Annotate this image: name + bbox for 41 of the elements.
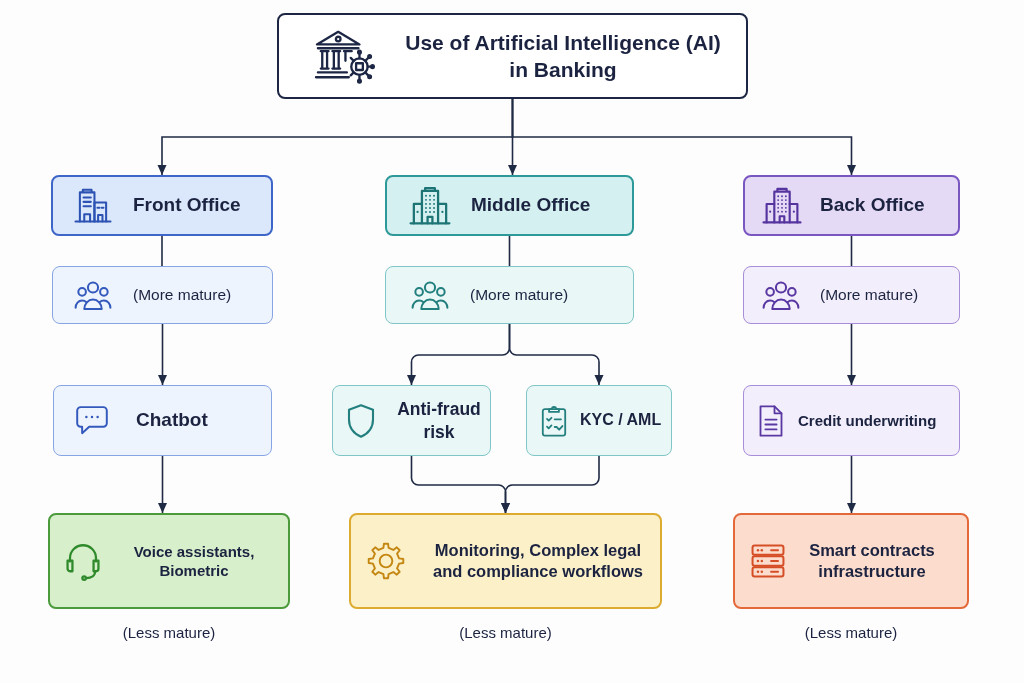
office-box xyxy=(385,175,634,236)
use-case-box xyxy=(733,513,969,609)
box-label: (More mature) xyxy=(470,284,569,305)
box-label: Use of Artificial Intelligence (AI) in Banking xyxy=(404,29,722,83)
arrow xyxy=(501,455,600,514)
box-label: Back Office xyxy=(820,193,925,218)
use-case-box xyxy=(349,513,662,609)
maturity-note: (Less mature) xyxy=(122,624,216,641)
use-case-box xyxy=(48,513,290,609)
box-label: Voice assistants, Biometric xyxy=(132,541,256,581)
box-label: (More mature) xyxy=(820,284,919,305)
box-label: Middle Office xyxy=(471,193,591,218)
arrow xyxy=(158,455,167,514)
arrow xyxy=(847,455,856,514)
maturity-note: (Less mature) xyxy=(804,624,898,641)
use-case-box xyxy=(743,385,960,456)
arrow xyxy=(508,323,604,386)
box-label: (More mature) xyxy=(133,284,232,305)
arrow xyxy=(511,98,856,176)
title-box xyxy=(277,13,748,99)
use-case-box xyxy=(526,385,672,456)
use-case-box xyxy=(332,385,491,456)
connector-line xyxy=(161,235,163,267)
office-box xyxy=(743,175,960,236)
box-label: Monitoring, Complex legal and compliance workflows xyxy=(432,539,644,582)
box-label: KYC / AML xyxy=(580,410,662,431)
box-label: Anti-fraud risk xyxy=(396,397,482,444)
arrow xyxy=(847,323,856,386)
box-label: Smart contracts infrastructure xyxy=(808,539,936,582)
maturity-box xyxy=(743,266,960,324)
box-label: Chatbot xyxy=(136,408,208,433)
office-box xyxy=(51,175,273,236)
maturity-box xyxy=(385,266,634,324)
use-case-box xyxy=(53,385,272,456)
maturity-note: (Less mature) xyxy=(459,624,552,641)
maturity-box xyxy=(52,266,273,324)
box-label: Front Office xyxy=(133,193,241,218)
connector-line xyxy=(508,235,511,267)
arrow xyxy=(158,323,167,386)
connector-line xyxy=(850,235,853,267)
box-label: Credit underwriting xyxy=(798,410,937,431)
